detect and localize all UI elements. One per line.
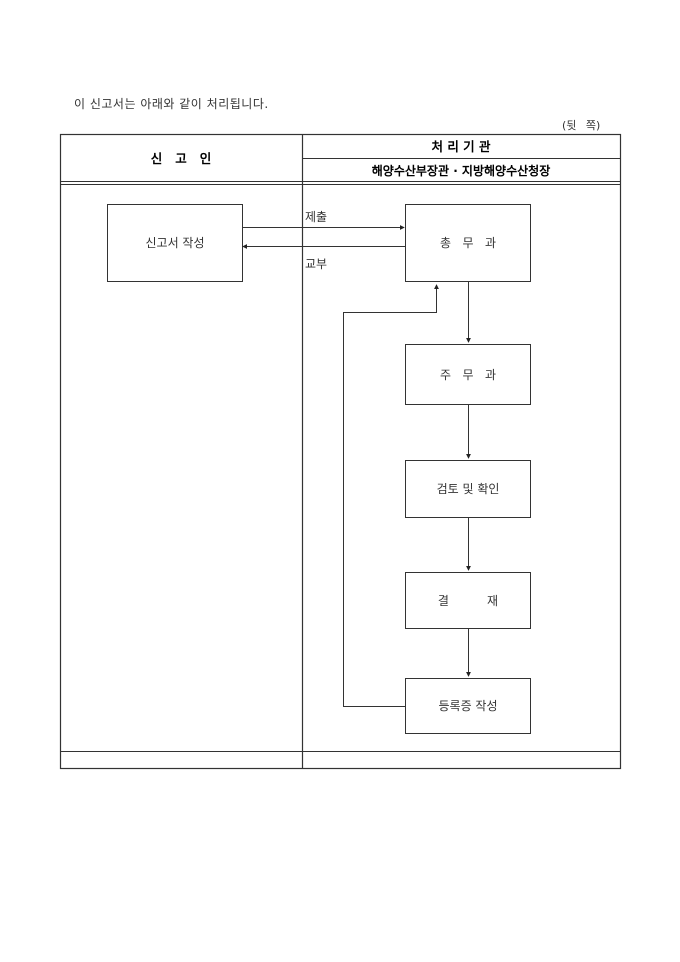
submit-label: 제출 [305, 210, 327, 224]
deliver-label: 교부 [305, 257, 327, 271]
svg-text:등록증 작성: 등록증 작성 [438, 699, 497, 713]
step-box-certificate: 등록증 작성 [405, 678, 531, 734]
table-frame [59, 133, 622, 770]
step-box-responsible-dept: 주 무 과 [405, 344, 531, 405]
intro-text: 이 신고서는 아래와 같이 처리됩니다. [74, 97, 269, 111]
step-box-approval: 결 재 [405, 572, 531, 629]
processing-agency-subheader: 해양수산부장관 · 지방해양수산청장 [372, 163, 551, 178]
svg-text:결 재: 결 재 [438, 594, 498, 608]
processing-agency-header: 처 리 기 관 [431, 139, 491, 154]
step-box-general-affairs: 총 무 과 [405, 204, 531, 282]
svg-text:검토 및 확인: 검토 및 확인 [437, 482, 500, 496]
applicant-box: 신고서 작성 [107, 204, 243, 282]
svg-text:총 무 과: 총 무 과 [440, 236, 496, 250]
page-side-label: (뒷 쪽) [562, 119, 601, 132]
applicant-column-header: 신 고 인 [151, 151, 212, 166]
step-box-review: 검토 및 확인 [405, 460, 531, 518]
svg-text:신고서 작성: 신고서 작성 [145, 236, 204, 250]
svg-text:주 무 과: 주 무 과 [440, 368, 496, 382]
return-loop-arrow [343, 284, 439, 707]
applicant-box-label: 신고서 작성 [145, 236, 204, 250]
